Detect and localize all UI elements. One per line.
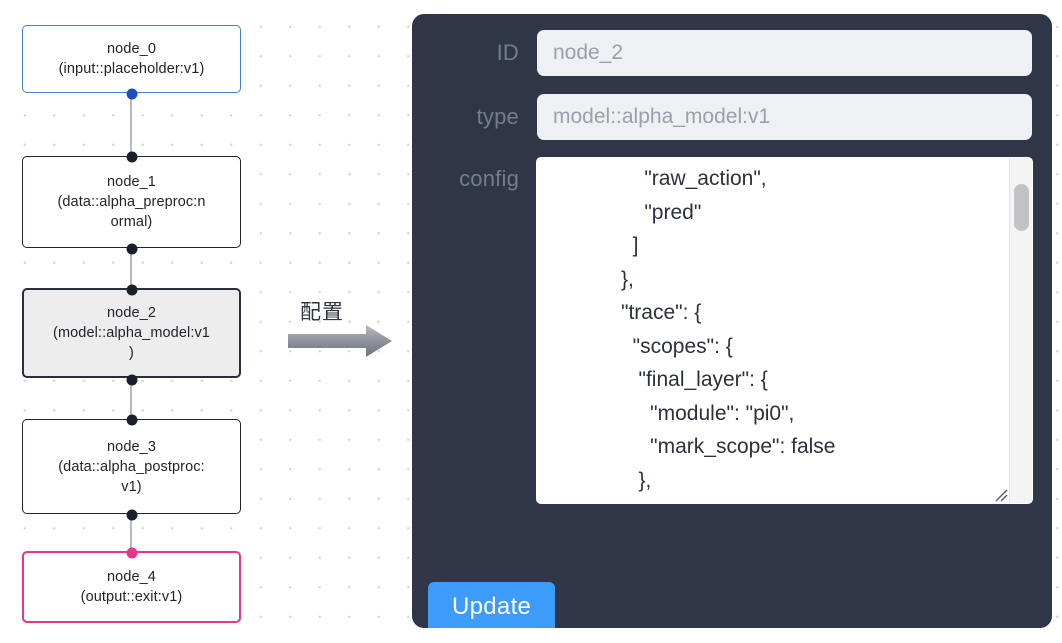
graph-node-node_4[interactable]: node_4 (output::exit:v1) [22, 547, 241, 623]
node-config-panel: ID type config "raw_action", "pred" ] },… [412, 14, 1052, 628]
config-vertical-scrollbar[interactable] [1009, 158, 1032, 503]
node-handle-bottom[interactable] [126, 509, 137, 521]
configure-annotation: 配置 [288, 296, 400, 358]
graph-node-node_3[interactable]: node_3 (data::alpha_postproc: v1) [22, 414, 241, 521]
graph-node-label: node_0 (input::placeholder:v1) [58, 41, 205, 77]
graph-node-node_2[interactable]: node_2 (model::alpha_model:v1 ) [22, 284, 241, 386]
edge-node0-node1 [130, 92, 132, 156]
field-row-type: type [432, 94, 1032, 140]
id-input[interactable] [537, 30, 1032, 76]
canvas-bottom-strip [0, 628, 1062, 643]
graph-node-label: node_3 (data::alpha_postproc: v1) [58, 438, 205, 495]
type-input[interactable] [537, 94, 1032, 140]
node-handle-bottom[interactable] [126, 374, 137, 386]
node-handle-top[interactable] [126, 547, 137, 559]
dot-grid-row [0, 628, 410, 643]
field-row-id: ID [432, 30, 1032, 76]
id-field-label: ID [496, 40, 519, 65]
graph-node-node_1[interactable]: node_1 (data::alpha_preproc:n ormal) [22, 151, 241, 255]
edge-node2-node3 [130, 378, 132, 419]
node-handle-top[interactable] [126, 151, 137, 163]
right-arrow-icon [288, 325, 392, 357]
node-handle-bottom[interactable] [126, 243, 137, 255]
resize-grip-icon[interactable] [992, 486, 1008, 502]
field-row-config: config "raw_action", "pred" ] }, "trace"… [432, 158, 1032, 503]
graph-node-label: node_2 (model::alpha_model:v1 ) [53, 305, 210, 361]
scrollbar-thumb[interactable] [1014, 184, 1029, 231]
node-handle-bottom[interactable] [126, 88, 137, 100]
edge-node3-node4 [130, 514, 132, 551]
edge-node1-node2 [130, 248, 132, 288]
annotation-label: 配置 [300, 300, 344, 324]
node-handle-top[interactable] [126, 284, 137, 296]
graph-node-node_0[interactable]: node_0 (input::placeholder:v1) [22, 25, 241, 100]
config-field-label: config [459, 166, 519, 191]
config-textarea-content[interactable]: "raw_action", "pred" ] }, "trace": { "sc… [621, 167, 836, 503]
config-textarea[interactable]: "raw_action", "pred" ] }, "trace": { "sc… [537, 158, 1032, 503]
node-handle-top[interactable] [126, 414, 137, 426]
graph-node-label: node_4 (output::exit:v1) [80, 569, 183, 605]
graph-node-label: node_1 (data::alpha_preproc:n ormal) [57, 174, 206, 230]
type-field-label: type [476, 104, 519, 129]
update-button[interactable]: Update [428, 582, 556, 637]
